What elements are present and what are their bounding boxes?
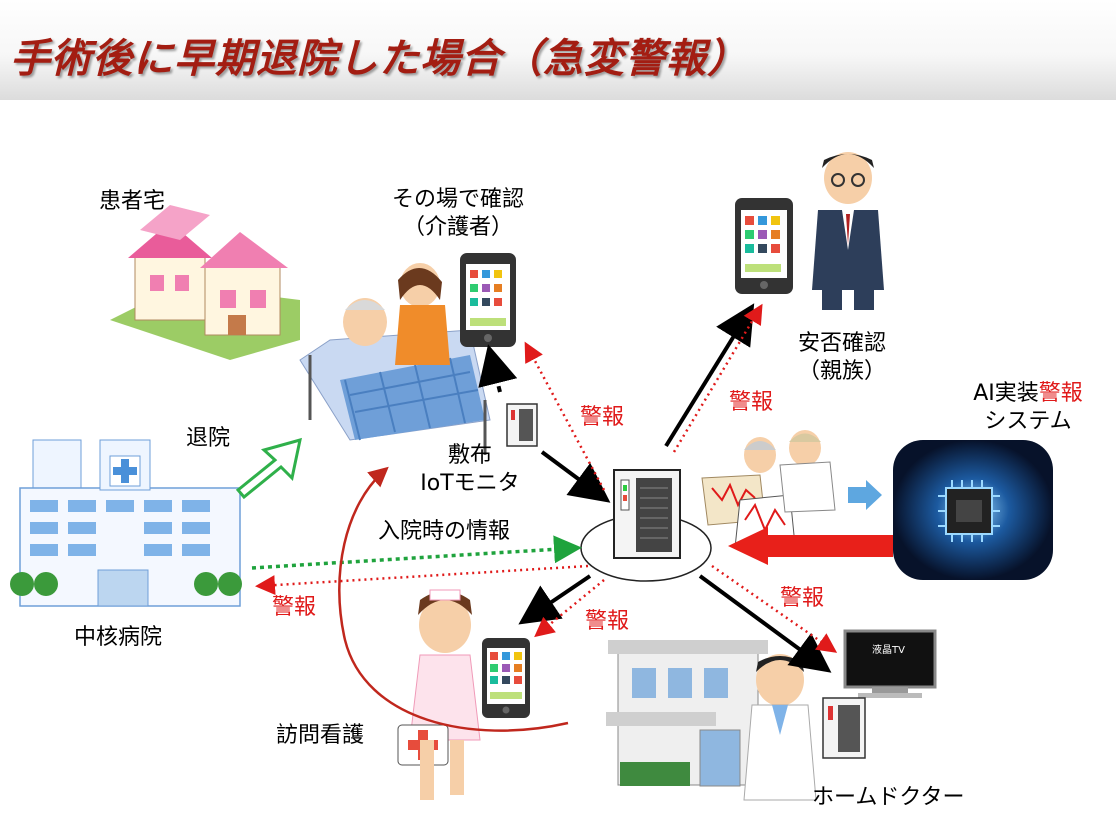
ai-system-text: システム bbox=[984, 409, 1072, 434]
patient-home-label: 患者宅 bbox=[99, 189, 166, 214]
alert-label-nurse: 警報 bbox=[585, 609, 630, 634]
caregiver-confirm-line1: その場で確認 bbox=[391, 187, 524, 212]
discharge-label: 退院 bbox=[186, 426, 231, 451]
hospital-label: 中核病院 bbox=[74, 625, 163, 650]
safety-check-line1: 安否確認 bbox=[797, 331, 886, 356]
home-doctor-label: ホームドクター bbox=[812, 785, 965, 810]
arrow-server-to-doctor bbox=[698, 574, 832, 673]
family-person-illustration bbox=[812, 152, 884, 310]
ai-chip-image bbox=[893, 440, 1053, 580]
hospital-illustration bbox=[10, 439, 242, 607]
bed-patient-caregiver-illustration bbox=[299, 263, 491, 455]
patient-home-illustration bbox=[110, 205, 300, 360]
nurse-smartphone-icon bbox=[482, 638, 530, 718]
doctor-iot-device-icon bbox=[822, 697, 866, 759]
arrow-futon-to-caregiver-phone bbox=[478, 344, 518, 393]
iot-monitor-device-icon bbox=[506, 403, 538, 447]
caregiver-confirm-label: その場で確認 （介護者） bbox=[368, 186, 548, 242]
central-server-hub bbox=[580, 469, 712, 582]
title-bar: 手術後に早期退院した場合（急変警報） bbox=[0, 0, 1116, 100]
family-smartphone-icon bbox=[735, 198, 793, 294]
caregiver-confirm-line2: （介護者） bbox=[402, 215, 513, 240]
futon-monitor-label: 敷布 IoTモニタ bbox=[410, 442, 530, 498]
alert-label-doctor: 警報 bbox=[780, 586, 825, 611]
futon-monitor-line2: IoTモニタ bbox=[420, 471, 520, 496]
arrow-server-to-family bbox=[664, 303, 755, 448]
safety-check-line2: （親族） bbox=[797, 359, 886, 384]
admission-info-label: 入院時の情報 bbox=[378, 519, 511, 544]
discharge-arrow bbox=[235, 437, 302, 500]
alert-label-hospital: 警報 bbox=[272, 595, 317, 620]
alert-arrow-hospital bbox=[255, 564, 589, 596]
arrow-futon-to-server bbox=[540, 450, 611, 503]
arrow-server-to-nurse bbox=[518, 574, 592, 625]
ai-alert-arrow bbox=[728, 527, 893, 565]
clinic-doctor-illustration bbox=[606, 640, 817, 801]
ai-flow-arrow bbox=[848, 480, 882, 510]
visiting-nurse-label: 訪問看護 bbox=[276, 723, 365, 748]
ai-analysis-illustration bbox=[701, 430, 836, 549]
ai-implemented-text: AI実装 bbox=[973, 381, 1039, 406]
nurse-visit-curve bbox=[338, 466, 569, 732]
page-title: 手術後に早期退院した場合（急変警報） bbox=[10, 36, 748, 82]
lcd-tv-illustration bbox=[843, 629, 937, 698]
ai-alert-text: 警報 bbox=[1038, 381, 1083, 406]
alert-arrow-doctor bbox=[711, 564, 838, 653]
alert-label-caregiver: 警報 bbox=[580, 405, 625, 430]
alert-arrow-nurse bbox=[534, 579, 605, 638]
caregiver-smartphone-icon bbox=[460, 253, 516, 347]
admission-info-arrow bbox=[251, 535, 582, 570]
futon-monitor-line1: 敷布 bbox=[447, 443, 492, 468]
alert-arrow-family bbox=[672, 303, 763, 453]
ai-alert-system-label: AI実装警報 システム bbox=[948, 380, 1108, 436]
alert-label-family: 警報 bbox=[729, 390, 774, 415]
visiting-nurse-illustration bbox=[397, 589, 481, 800]
tv-screen-label: 液晶TV bbox=[872, 645, 905, 656]
safety-check-label: 安否確認 （親族） bbox=[780, 330, 904, 386]
